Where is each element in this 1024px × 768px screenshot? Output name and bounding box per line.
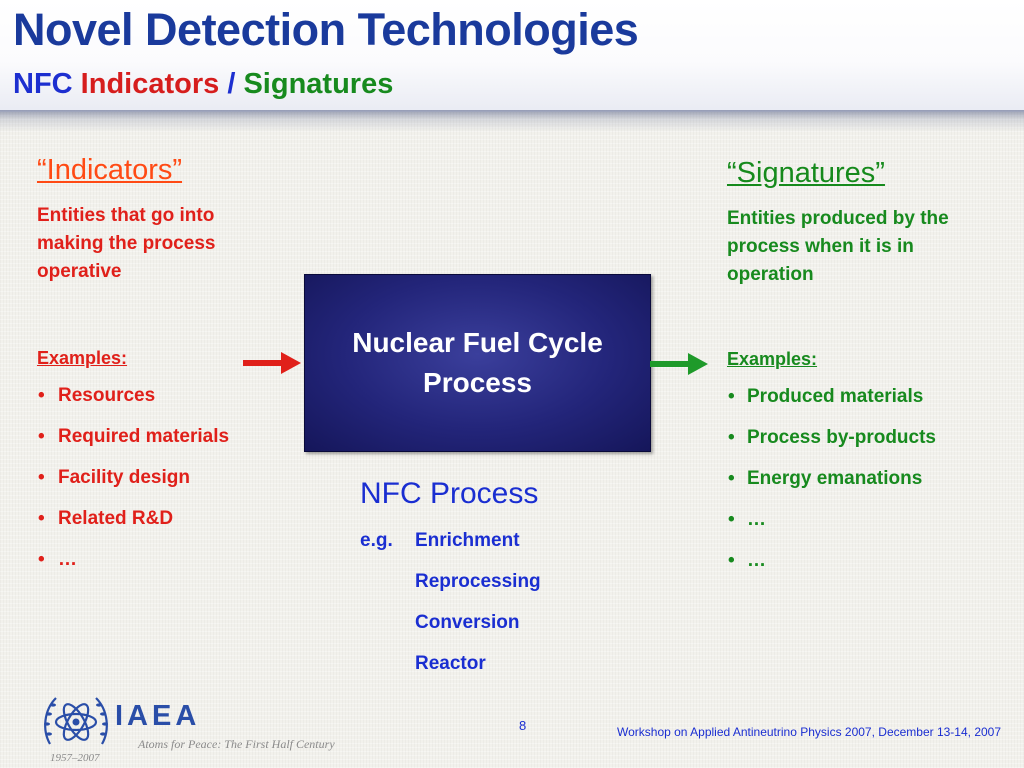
list-item: e.g. Enrichment	[360, 520, 660, 561]
list-item: …	[727, 506, 1017, 533]
process-box: Nuclear Fuel Cycle Process	[304, 274, 651, 452]
page-number: 8	[519, 718, 527, 733]
nfc-process-block: NFC Process e.g. Enrichment Reprocessing…	[360, 474, 660, 684]
signatures-heading: “Signatures”	[727, 157, 885, 189]
list-item: Reactor	[360, 643, 660, 684]
nfc-process-title: NFC Process	[360, 477, 539, 510]
signatures-column: “Signatures” Entities produced by the pr…	[727, 155, 1017, 588]
signatures-examples-label: Examples:	[727, 349, 818, 369]
indicators-examples-label: Examples:	[37, 348, 128, 368]
iaea-logo: IAEA Atoms for Peace: The First Half Cen…	[40, 688, 335, 768]
signatures-description: Entities produced by the process when it…	[727, 208, 949, 285]
nfc-process-item: Conversion	[415, 612, 520, 633]
eg-label: e.g.	[360, 530, 393, 551]
logo-name: IAEA	[115, 700, 201, 732]
list-item: Produced materials	[727, 383, 1017, 410]
list-item: Energy emanations	[727, 465, 1017, 492]
logo-years: 1957–2007	[50, 752, 100, 764]
subtitle-nfc: NFC	[13, 68, 73, 100]
footer-text: Workshop on Applied Antineutrino Physics…	[617, 725, 1002, 739]
subtitle-slash: /	[227, 68, 236, 100]
list-item: Reprocessing	[360, 561, 660, 602]
logo-tagline: Atoms for Peace: The First Half Century	[138, 737, 335, 751]
list-item: Facility design	[37, 464, 277, 491]
nfc-process-item: Reprocessing	[415, 571, 541, 592]
list-item: Required materials	[37, 423, 277, 450]
slide-subtitle: NFC Indicators / Signatures	[13, 68, 393, 101]
list-item: …	[727, 547, 1017, 574]
slide-header: Novel Detection Technologies NFC Indicat…	[0, 0, 1024, 112]
list-item: Conversion	[360, 602, 660, 643]
indicators-column: “Indicators” Entities that go into makin…	[37, 152, 277, 587]
nfc-process-item: Enrichment	[415, 530, 520, 551]
iaea-emblem-icon	[44, 697, 108, 745]
slide-title: Novel Detection Technologies	[13, 4, 639, 55]
list-item: Process by-products	[727, 424, 1017, 451]
indicators-list: Resources Required materials Facility de…	[37, 382, 277, 573]
list-item: …	[37, 546, 277, 573]
arrow-right-icon	[650, 353, 708, 375]
indicators-description: Entities that go into making the process…	[37, 205, 216, 282]
indicators-heading: “Indicators”	[37, 154, 183, 186]
header-divider	[0, 110, 1024, 132]
signatures-list: Produced materials Process by-products E…	[727, 383, 1017, 574]
subtitle-indicators: Indicators	[80, 68, 220, 100]
nfc-process-item: Reactor	[415, 653, 486, 674]
process-box-label: Nuclear Fuel Cycle Process	[352, 327, 603, 398]
arrow-right-icon	[243, 352, 301, 374]
list-item: Resources	[37, 382, 277, 409]
list-item: Related R&D	[37, 505, 277, 532]
subtitle-signatures: Signatures	[243, 68, 394, 100]
